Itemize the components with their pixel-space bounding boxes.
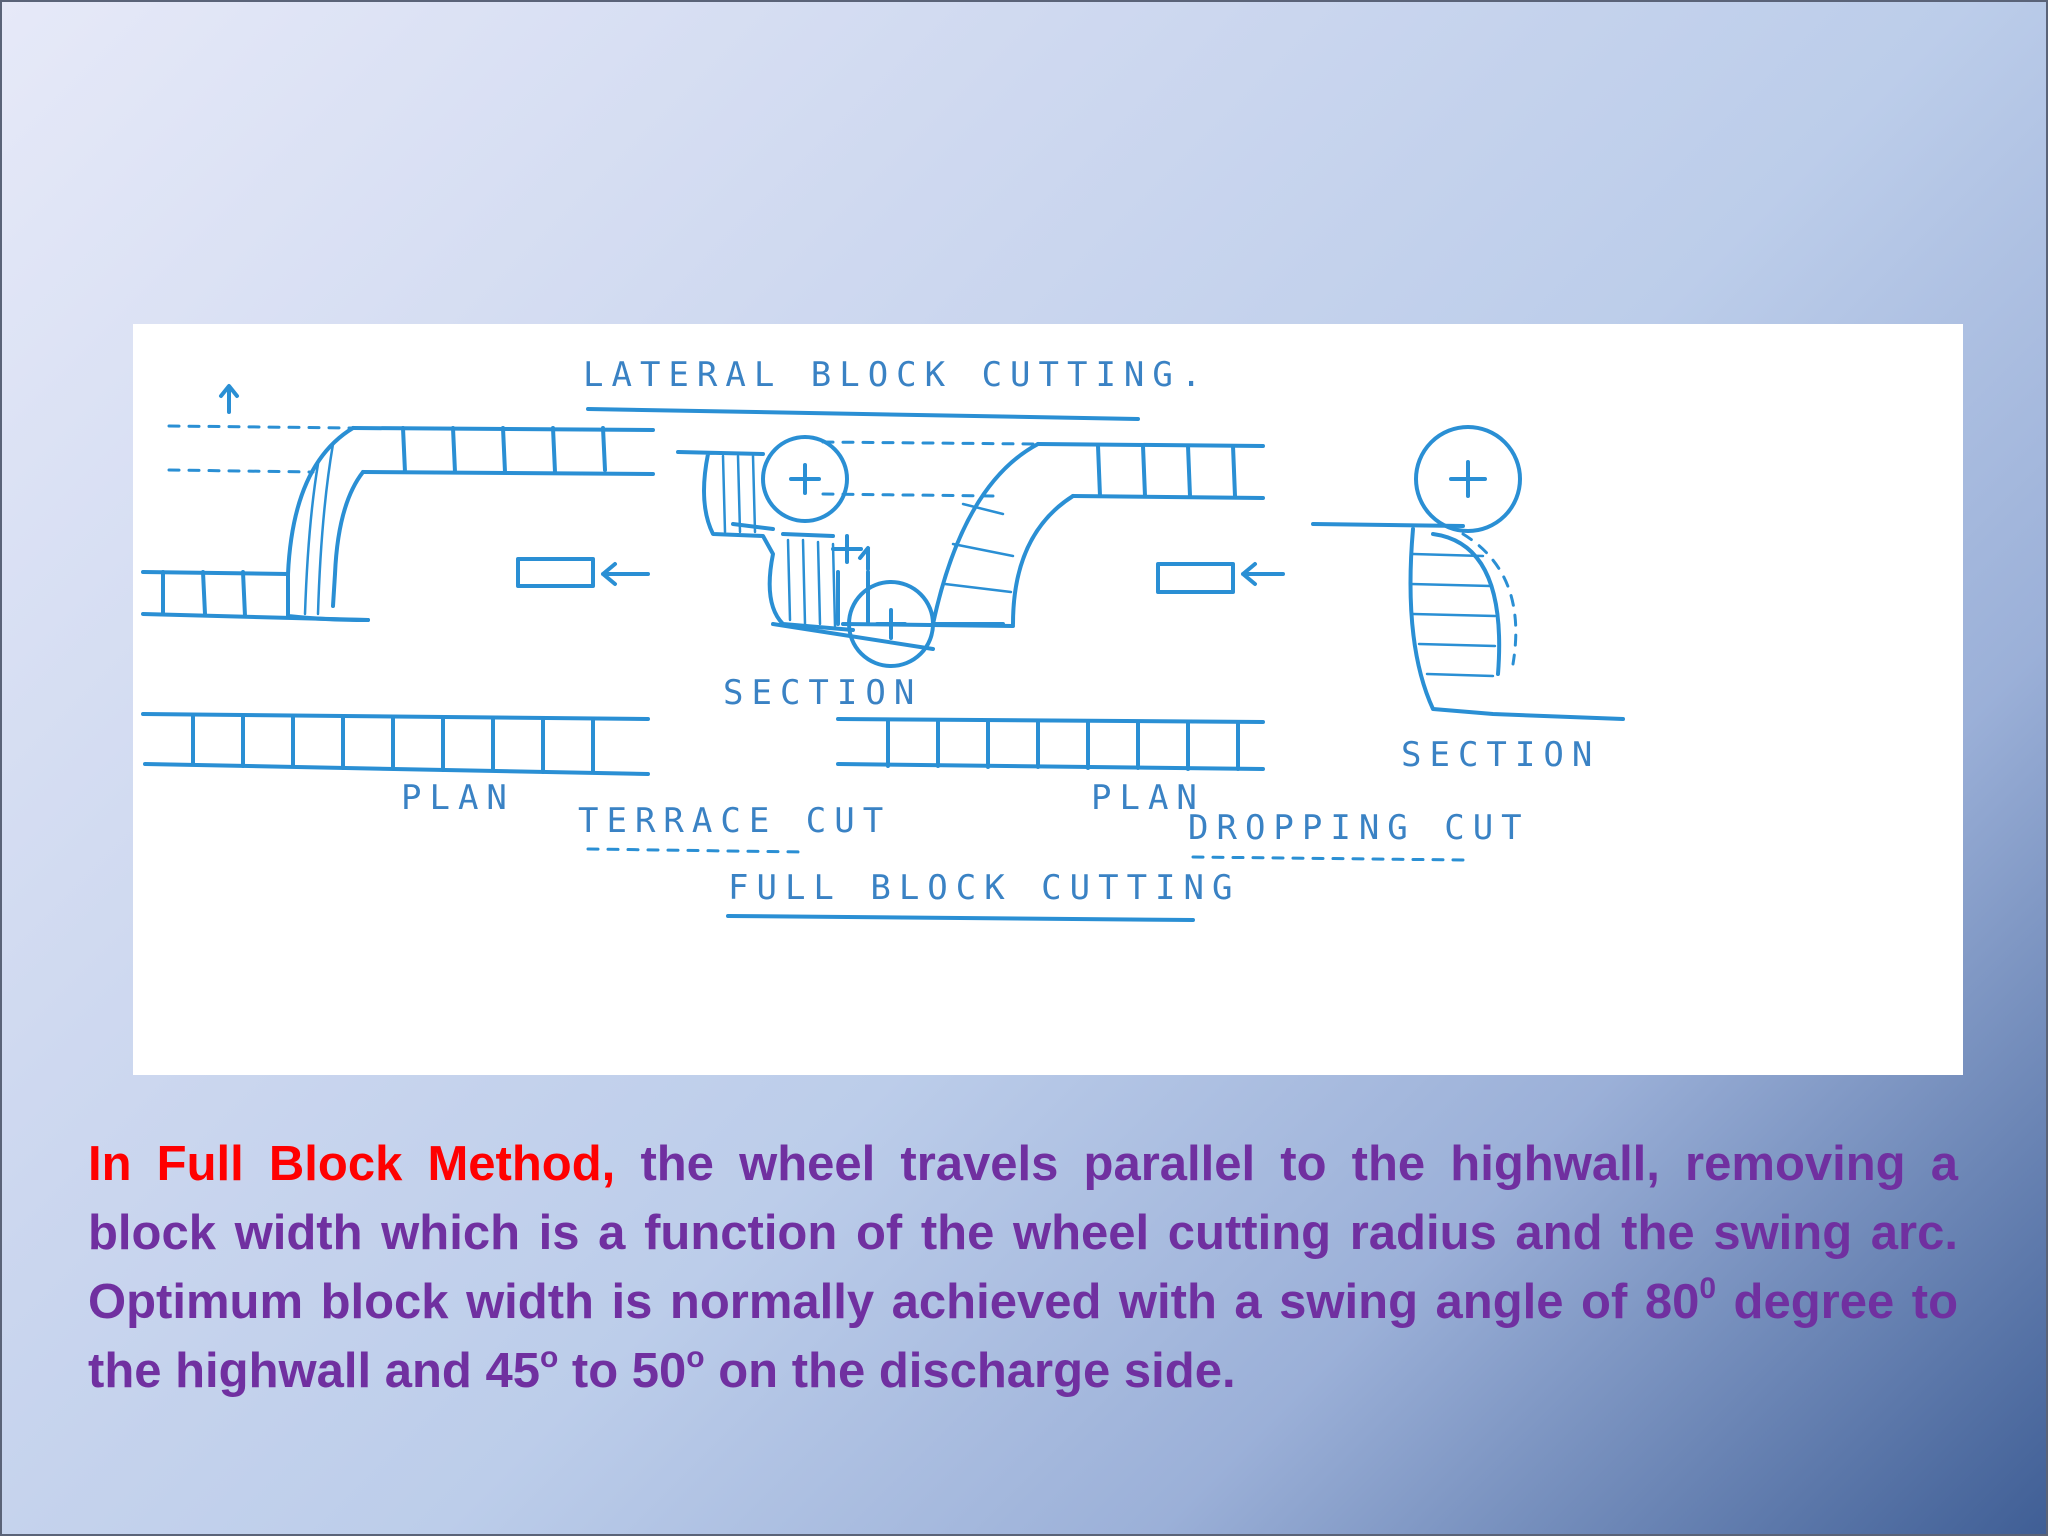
plan-left-label: PLAN [401,778,515,818]
terrace-cut-label: TERRACE CUT [578,801,891,841]
terrace-cut-underline [586,847,805,854]
superscript-2: o [539,1341,559,1374]
caption-text-3: to 50 [558,1344,687,1398]
right-full-block-plan-sketch [821,440,1285,771]
superscript-1: 0 [1699,1272,1717,1305]
caption-text-4: on the discharge side. [704,1344,1236,1398]
full-block-title: FULL BLOCK CUTTING [728,868,1240,908]
lateral-title: LATERAL BLOCK CUTTING. [583,355,1209,395]
dropping-cut-label: DROPPING CUT [1188,808,1530,848]
section-right-label: SECTION [1401,735,1600,775]
section-left-label: SECTION [723,673,922,713]
caption-text-1: the wheel travels parallel to the highwa… [88,1137,1958,1329]
caption-text-2: degree to the highwall and 45 [88,1275,1958,1398]
lead-phrase: In Full Block Method, [88,1137,616,1191]
plan-right-label: PLAN [1091,778,1205,818]
full-block-title-underline [726,914,1195,922]
description-paragraph: In Full Block Method, the wheel travels … [88,1130,1958,1406]
right-section-sketch [1311,425,1625,721]
lateral-title-underline [586,407,1140,421]
block-cutting-sketch: LATERAL BLOCK CUTTING. PLAN [133,324,1963,1075]
dropping-cut-underline [1191,855,1465,862]
left-lateral-plan-sketch [141,384,655,776]
superscript-3: o [686,1341,705,1374]
left-section-sketch [676,435,935,668]
